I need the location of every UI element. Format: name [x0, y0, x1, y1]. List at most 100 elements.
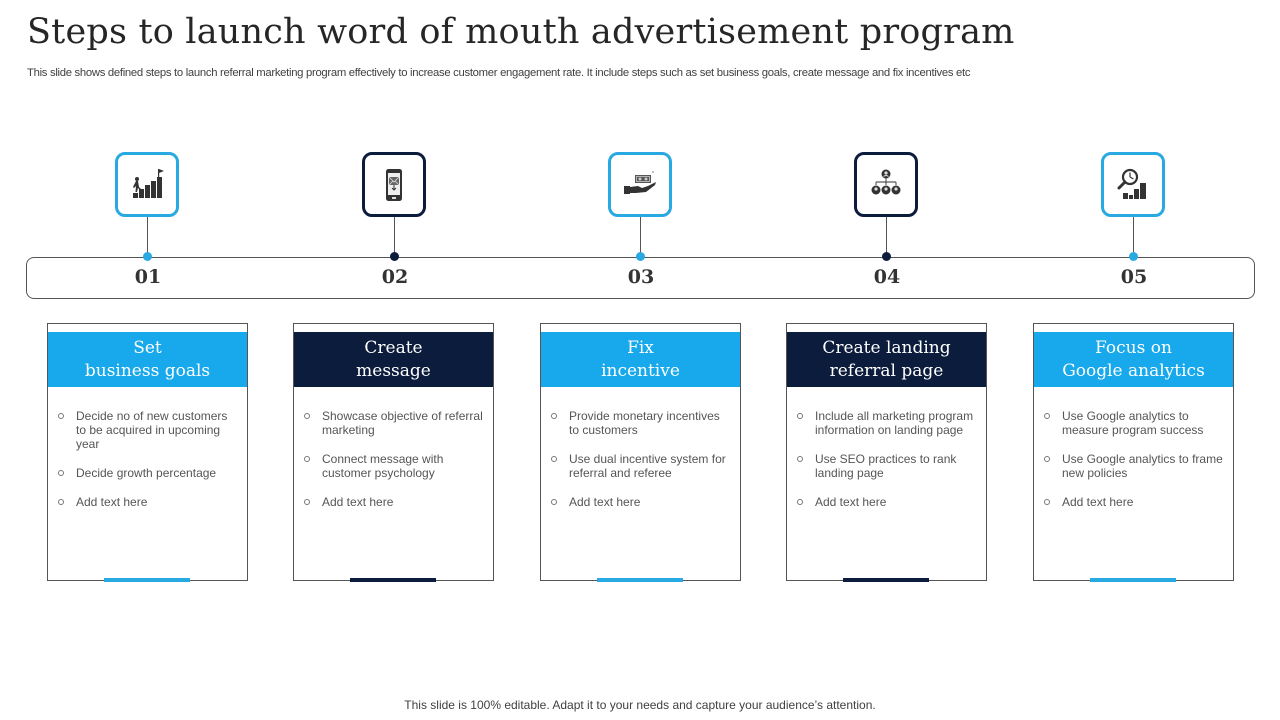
list-item: Use SEO practices to rank landing page: [797, 452, 978, 480]
step-icon-box-04: [854, 152, 918, 217]
bullet-circle-icon: [551, 413, 557, 419]
bullet-text: Decide growth percentage: [76, 466, 217, 480]
bullet-circle-icon: [304, 456, 310, 462]
card-heading-line2: message: [356, 360, 431, 381]
bullet-circle-icon: [797, 413, 803, 419]
card-heading-line2: business goals: [84, 360, 211, 381]
bullet-circle-icon: [304, 499, 310, 505]
step-icon-box-02: [362, 152, 426, 217]
bullet-text: Add text here: [322, 495, 394, 509]
list-item: Use Google analytics to measure program …: [1044, 409, 1225, 437]
list-item: Showcase objective of referral marketing: [304, 409, 485, 437]
step-card-03: Fix incentive Provide monetary incentive…: [540, 323, 741, 582]
bullet-text: Connect message with customer psychology: [322, 452, 444, 480]
page-title: Steps to launch word of mouth advertisem…: [27, 12, 1015, 52]
card-heading-line2: referral page: [829, 360, 944, 381]
card-heading: Fix incentive: [541, 332, 740, 387]
step-dot-01: [143, 252, 152, 261]
list-item: Add text here: [304, 495, 485, 509]
card-heading: Focus on Google analytics: [1034, 332, 1233, 387]
card-accent-bar: [1090, 578, 1176, 582]
card-heading: Set business goals: [48, 332, 247, 387]
bullet-circle-icon: [58, 413, 64, 419]
list-item: Use Google analytics to frame new polici…: [1044, 452, 1225, 480]
step-connector-01: [147, 217, 148, 257]
bullet-circle-icon: [1044, 413, 1050, 419]
list-item: Add text here: [797, 495, 978, 509]
bullet-text: Use Google analytics to frame new polici…: [1062, 452, 1223, 480]
bullet-text: Add text here: [1062, 495, 1134, 509]
card-heading-line1: Fix: [627, 337, 654, 358]
bullet-text: Add text here: [76, 495, 148, 509]
bullet-circle-icon: [1044, 456, 1050, 462]
org-chart-icon: [871, 169, 901, 194]
card-heading-line2: incentive: [601, 360, 680, 381]
card-bullet-list: Showcase objective of referral marketing…: [304, 409, 485, 524]
bullet-text: Include all marketing program informatio…: [815, 409, 974, 437]
bullet-text: Decide no of new customers to be acquire…: [76, 409, 228, 451]
bullet-circle-icon: [58, 470, 64, 476]
bullet-circle-icon: [551, 456, 557, 462]
list-item: Connect message with customer psychology: [304, 452, 485, 480]
analytics-search-icon: [1117, 168, 1146, 199]
step-connector-03: [640, 217, 641, 257]
card-heading-line1: Set: [133, 337, 162, 358]
card-heading: Create message: [294, 332, 493, 387]
hand-money-icon: °: [624, 171, 656, 194]
list-item: Include all marketing program informatio…: [797, 409, 978, 437]
step-dot-03: [636, 252, 645, 261]
step-number-04: 04: [873, 266, 901, 288]
bullet-text: Showcase objective of referral marketing: [322, 409, 483, 437]
list-item: Add text here: [551, 495, 732, 509]
bullet-text: Use dual incentive system for referral a…: [569, 452, 726, 480]
bullet-circle-icon: [797, 456, 803, 462]
card-bullet-list: Include all marketing program informatio…: [797, 409, 978, 524]
bullet-circle-icon: [304, 413, 310, 419]
card-heading: Create landing referral page: [787, 332, 986, 387]
list-item: Add text here: [58, 495, 239, 509]
bullet-circle-icon: [551, 499, 557, 505]
card-bullet-list: Provide monetary incentives to customers…: [551, 409, 732, 524]
card-accent-bar: [104, 578, 190, 582]
step-number-05: 05: [1120, 266, 1148, 288]
step-number-03: 03: [627, 266, 655, 288]
list-item: Decide growth percentage: [58, 466, 239, 480]
step-dot-05: [1129, 252, 1138, 261]
bullet-text: Add text here: [569, 495, 641, 509]
page-subtitle: This slide shows defined steps to launch…: [27, 67, 971, 79]
step-connector-04: [886, 217, 887, 257]
step-icon-box-03: °: [608, 152, 672, 217]
step-card-04: Create landing referral page Include all…: [786, 323, 987, 582]
step-number-01: 01: [134, 266, 162, 288]
step-connector-05: [1133, 217, 1134, 257]
step-connector-02: [394, 217, 395, 257]
step-icon-box-01: [115, 152, 179, 217]
card-heading-line1: Create landing: [822, 337, 951, 358]
step-icon-box-05: [1101, 152, 1165, 217]
bullet-text: Use Google analytics to measure program …: [1062, 409, 1204, 437]
list-item: Use dual incentive system for referral a…: [551, 452, 732, 480]
step-dot-04: [882, 252, 891, 261]
bullet-text: Provide monetary incentives to customers: [569, 409, 720, 437]
step-number-02: 02: [381, 266, 409, 288]
footer-note: This slide is 100% editable. Adapt it to…: [404, 698, 876, 712]
mobile-message-icon: [386, 168, 402, 201]
step-dot-02: [390, 252, 399, 261]
bullet-text: Use SEO practices to rank landing page: [815, 452, 957, 480]
card-accent-bar: [597, 578, 683, 582]
card-bullet-list: Use Google analytics to measure program …: [1044, 409, 1225, 524]
step-card-05: Focus on Google analytics Use Google ana…: [1033, 323, 1234, 582]
list-item: Add text here: [1044, 495, 1225, 509]
bullet-circle-icon: [58, 499, 64, 505]
card-accent-bar: [350, 578, 436, 582]
card-heading-line1: Create: [364, 337, 423, 358]
stairs-flag-icon: [133, 168, 164, 198]
card-heading-line1: Focus on: [1095, 337, 1172, 358]
svg-text:°: °: [652, 171, 654, 177]
step-card-01: Set business goals Decide no of new cust…: [47, 323, 248, 582]
bullet-circle-icon: [1044, 499, 1050, 505]
step-card-02: Create message Showcase objective of ref…: [293, 323, 494, 582]
bullet-text: Add text here: [815, 495, 887, 509]
bullet-circle-icon: [797, 499, 803, 505]
card-heading-line2: Google analytics: [1062, 360, 1205, 381]
